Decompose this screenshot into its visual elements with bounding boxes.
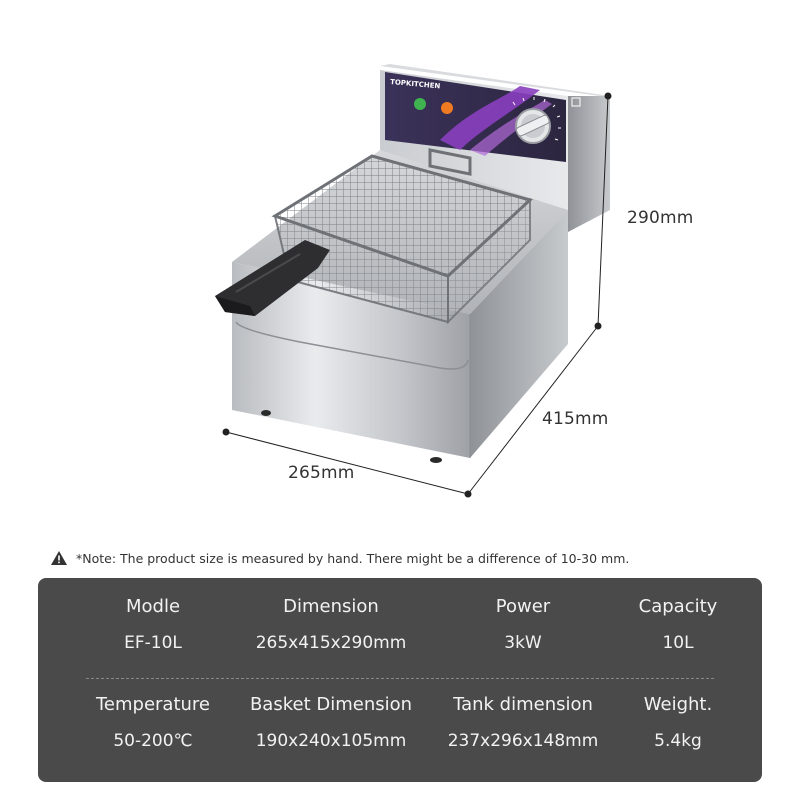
spec-value: 237x296x148mm	[447, 731, 599, 751]
power-indicator-light	[414, 98, 426, 110]
spec-value: 5.4kg	[654, 731, 702, 751]
dimension-point	[222, 428, 230, 436]
foot	[261, 410, 271, 416]
spec-label: Weight.	[643, 694, 713, 715]
spec-tank-dimension: Tank dimension 237x296x148mm	[433, 690, 613, 770]
spec-value: 265x415x290mm	[255, 633, 407, 653]
spec-capacity: Capacity 10L	[618, 592, 738, 672]
spec-label: Tank dimension	[453, 694, 593, 715]
dimension-lines	[225, 95, 609, 495]
spec-dimension: Dimension 265x415x290mm	[236, 592, 426, 672]
spec-row: Modle EF-10L Dimension 265x415x290mm Pow…	[38, 592, 762, 672]
purple-swoosh	[440, 86, 540, 150]
spec-divider	[86, 678, 714, 679]
spec-weight: Weight. 5.4kg	[618, 690, 738, 770]
depth-dimension-label: 415mm	[542, 409, 609, 429]
spec-label: Modle	[125, 596, 181, 617]
spec-label: Basket Dimension	[249, 694, 413, 715]
foot	[430, 457, 442, 463]
spec-value: 50-200℃	[113, 731, 193, 751]
spec-label: Capacity	[638, 596, 718, 617]
spec-temperature: Temperature 50-200℃	[83, 690, 223, 770]
spec-value: 190x240x105mm	[255, 731, 407, 751]
spec-value: EF-10L	[124, 633, 182, 653]
measurement-note: *Note: The product size is measured by h…	[50, 547, 629, 569]
spec-label: Power	[495, 596, 551, 617]
height-dimension-label: 290mm	[627, 208, 694, 228]
width-dimension-label: 265mm	[288, 463, 355, 483]
spec-basket-dimension: Basket Dimension 190x240x105mm	[236, 690, 426, 770]
warning-icon	[51, 551, 67, 565]
spec-value: 10L	[662, 633, 694, 653]
fry-basket	[271, 148, 533, 325]
heat-indicator-light	[441, 102, 453, 114]
spec-row: Temperature 50-200℃ Basket Dimension 190…	[38, 690, 762, 770]
dimension-point	[464, 490, 472, 498]
note-text: *Note: The product size is measured by h…	[76, 550, 630, 566]
spec-panel: Modle EF-10L Dimension 265x415x290mm Pow…	[38, 578, 762, 782]
spec-label: Dimension	[283, 596, 379, 617]
dimension-point	[594, 322, 602, 330]
thermostat-knob[interactable]	[515, 108, 551, 144]
knob-scale-icon	[512, 97, 561, 141]
dimension-point	[604, 92, 612, 100]
spec-power: Power 3kW	[453, 592, 593, 672]
control-box	[380, 64, 610, 232]
basket-handle[interactable]	[215, 240, 330, 316]
product-stage: TOPKITCHEN	[215, 64, 694, 498]
fryer-illustration: TOPKITCHEN	[215, 64, 612, 498]
spec-value: 3kW	[504, 633, 542, 653]
spec-label: Temperature	[95, 694, 211, 715]
spec-model: Modle EF-10L	[93, 592, 213, 672]
warning-symbol-icon	[571, 97, 581, 107]
